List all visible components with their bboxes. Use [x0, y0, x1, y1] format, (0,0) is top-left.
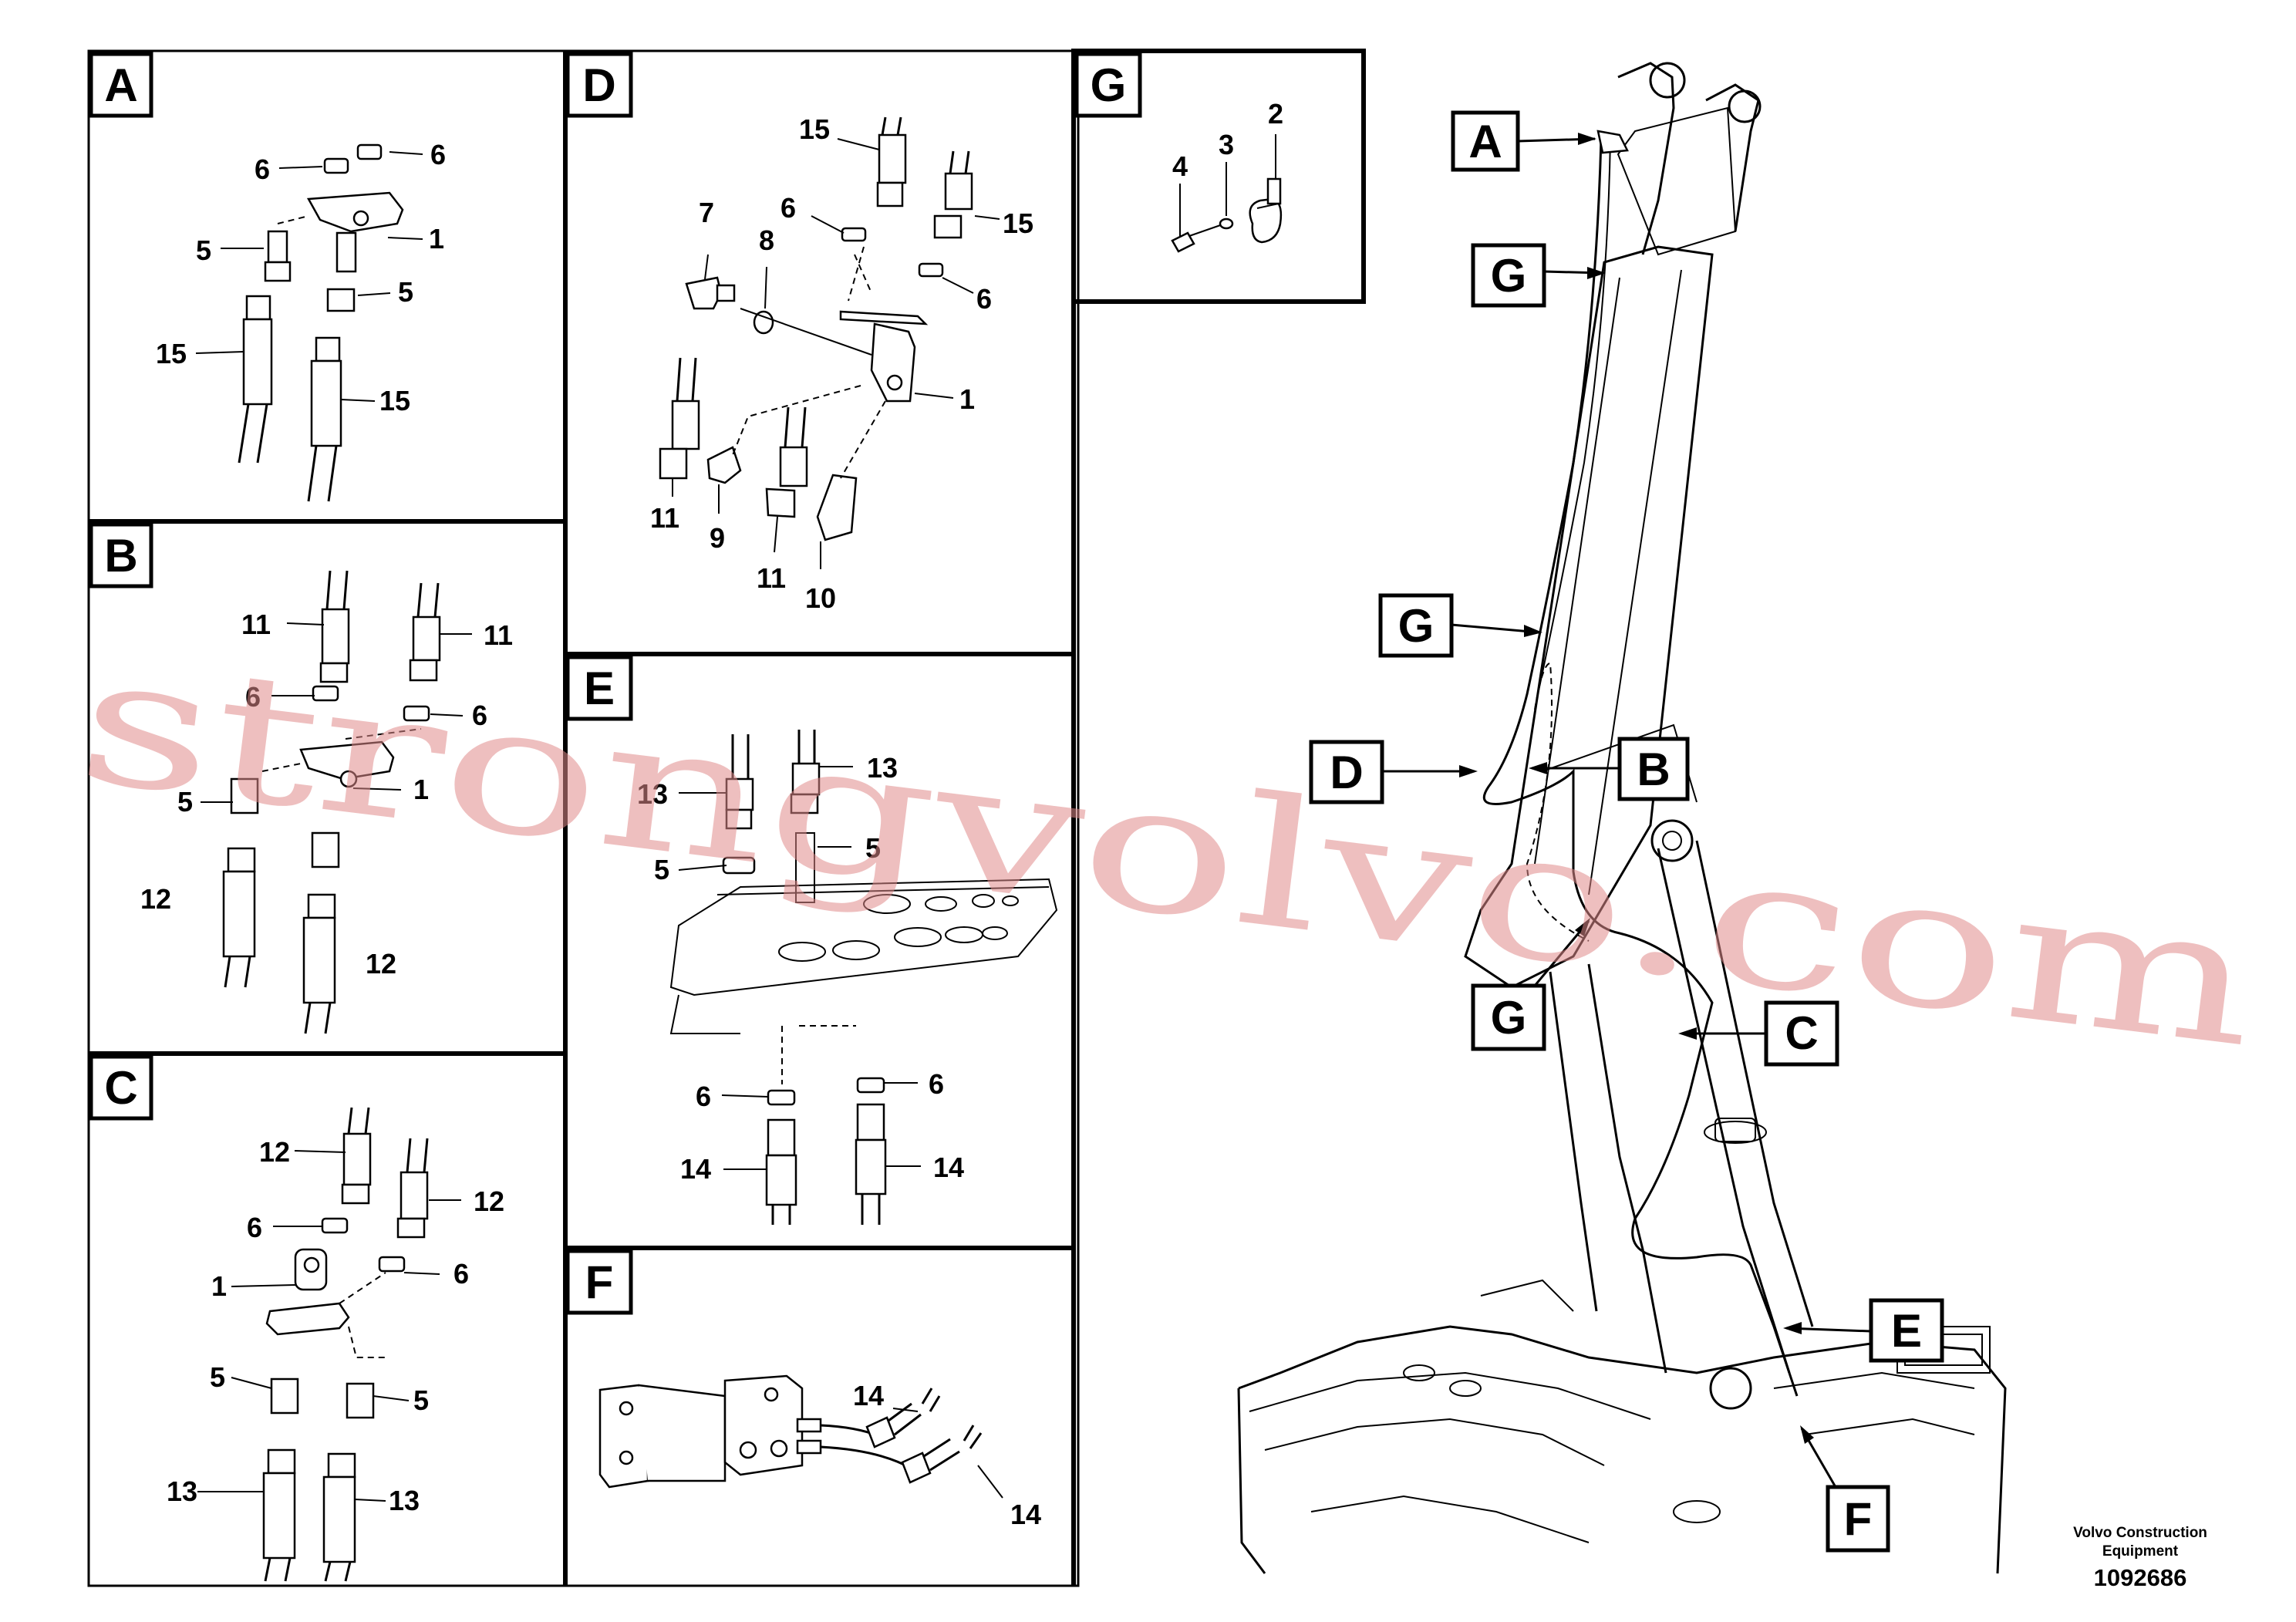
panel-a: A 6 6 5	[89, 52, 446, 502]
part-label: 2	[1268, 98, 1283, 130]
panel-d: D	[565, 52, 1033, 614]
callout-g: G	[1491, 992, 1527, 1044]
part-label: 5	[196, 234, 211, 266]
part-label: 6	[472, 700, 487, 731]
excavator-overview	[1237, 62, 2007, 1574]
panel-c-callouts: 12 12 6 6 1 5 5 13 13	[167, 1136, 504, 1516]
part-label: 13	[389, 1485, 420, 1516]
panel-f-letter: F	[585, 1256, 614, 1308]
part-label: 14	[680, 1153, 711, 1185]
panel-e-callouts: 13 13 5 5 6 6 14 14	[637, 752, 964, 1185]
panel-e-drawing	[669, 730, 1058, 1225]
callout-b: B	[1637, 744, 1670, 795]
panel-b-callouts: 11 11 6 6 5 1 12 12	[140, 609, 513, 980]
panel-e: E	[565, 655, 1058, 1225]
part-label: 10	[805, 582, 836, 614]
part-label: 15	[1003, 207, 1033, 239]
part-label: 5	[654, 854, 669, 885]
watermark: strongvolvo.com	[68, 616, 2267, 1088]
diagram-number: 1092686	[2093, 1564, 2187, 1591]
part-label: 12	[474, 1185, 504, 1217]
panel-f-drawing	[598, 1374, 983, 1489]
part-label: 6	[430, 139, 446, 170]
part-label: 1	[413, 774, 429, 805]
part-label: 13	[637, 778, 668, 810]
part-label: 13	[867, 752, 898, 784]
part-label: 13	[167, 1475, 197, 1507]
part-label: 6	[929, 1068, 944, 1100]
panel-b-drawing	[222, 570, 441, 1034]
panel-f-callouts: 14 14	[853, 1380, 1041, 1530]
part-label: 6	[245, 681, 261, 713]
part-label: 4	[1172, 150, 1188, 182]
panel-e-letter: E	[584, 663, 615, 714]
part-label: 5	[210, 1361, 225, 1393]
callout-c: C	[1785, 1007, 1818, 1059]
part-label: 6	[247, 1212, 262, 1243]
panel-c-drawing	[262, 1107, 429, 1582]
callout-d: D	[1330, 747, 1363, 798]
part-label: 5	[398, 276, 413, 308]
caption-line-2: Equipment	[2102, 1543, 2179, 1560]
panel-grid	[87, 49, 1366, 1587]
part-label: 1	[429, 223, 444, 255]
panel-c-letter: C	[104, 1062, 137, 1114]
part-label: 5	[413, 1384, 429, 1416]
panel-d-letter: D	[582, 59, 615, 111]
panel-g-letter: G	[1091, 59, 1127, 111]
panel-g: G 2 3 4	[1074, 52, 1283, 253]
part-label: 6	[453, 1258, 469, 1290]
part-label: 9	[710, 522, 725, 554]
caption: Volvo Construction Equipment 1092686	[2036, 1524, 2244, 1595]
part-label: 15	[799, 113, 830, 145]
part-label: 11	[757, 562, 786, 594]
part-label: 11	[241, 609, 271, 640]
panel-b-letter: B	[104, 530, 137, 582]
part-label: 11	[650, 502, 679, 534]
part-label: 3	[1219, 129, 1234, 160]
callout-f: F	[1844, 1493, 1873, 1545]
panel-d-callouts: 15 15 6 6 7 8 1 11 9 11 10	[650, 113, 1033, 614]
callout-g: G	[1398, 600, 1435, 652]
part-label: 6	[696, 1081, 711, 1112]
panel-a-callouts: 6 6 5 1 5 15 15	[156, 139, 446, 416]
panel-g-drawing	[1171, 177, 1283, 253]
part-label: 14	[1010, 1499, 1041, 1530]
part-label: 6	[781, 192, 796, 224]
panel-g-callouts: 2 3 4	[1172, 98, 1283, 236]
part-label: 11	[484, 619, 513, 651]
part-label: 8	[759, 224, 774, 256]
panel-b: B	[89, 522, 513, 1034]
part-label: 6	[976, 283, 992, 315]
panel-c: C	[89, 1054, 504, 1582]
panel-f: F 14 14	[565, 1249, 1041, 1530]
caption-line-1: Volvo Construction	[2073, 1525, 2207, 1541]
part-label: 7	[699, 197, 714, 228]
part-label: 12	[140, 883, 171, 915]
part-label: 14	[933, 1152, 964, 1183]
part-label: 12	[366, 948, 396, 980]
part-label: 12	[259, 1136, 290, 1168]
callout-g: G	[1491, 250, 1527, 302]
callout-a: A	[1468, 116, 1502, 167]
callout-e: E	[1891, 1305, 1922, 1357]
part-label: 5	[865, 832, 881, 864]
panel-d-drawing	[659, 116, 973, 541]
panel-a-letter: A	[104, 59, 137, 111]
part-label: 5	[177, 786, 193, 818]
overview-callouts: A G G D B G C E F	[1309, 110, 1944, 1553]
part-label: 14	[853, 1380, 884, 1411]
part-label: 15	[156, 338, 187, 369]
part-label: 1	[959, 383, 975, 415]
part-label: 1	[211, 1270, 227, 1302]
part-label: 15	[379, 385, 410, 416]
part-label: 6	[255, 153, 270, 185]
panel-a-drawing	[238, 143, 404, 502]
